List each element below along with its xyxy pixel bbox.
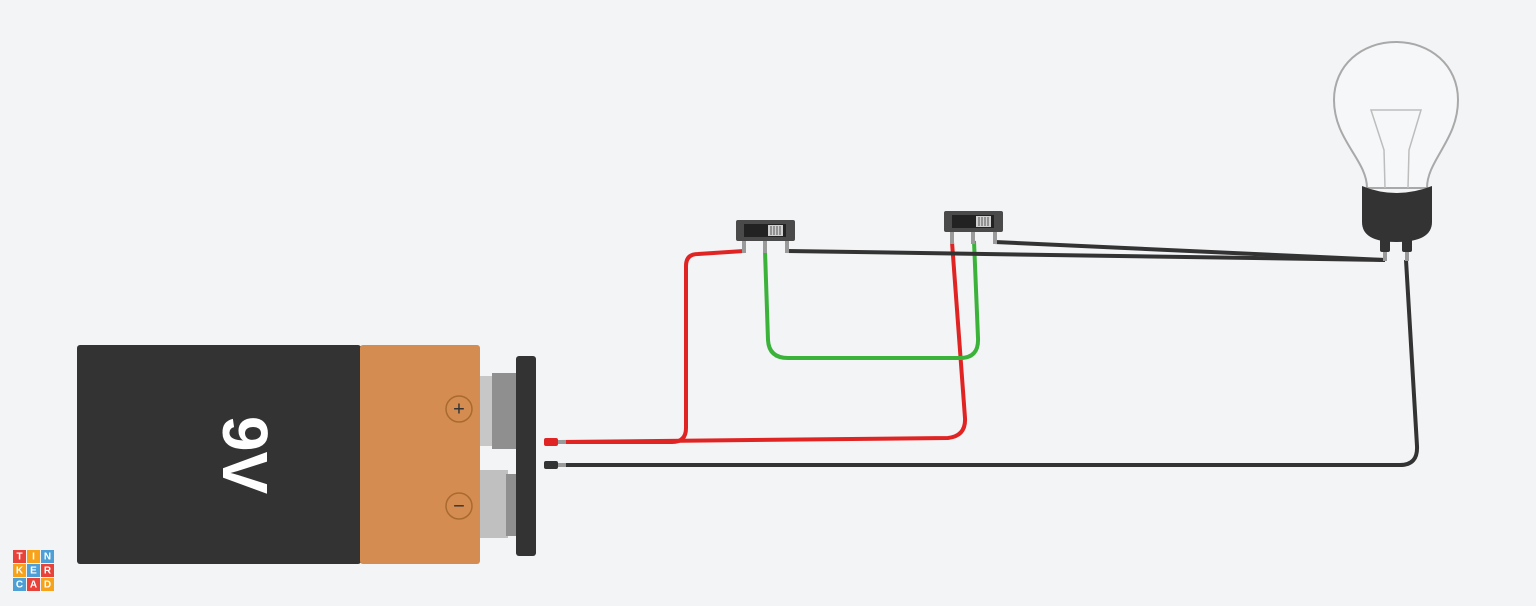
slide-switch-1[interactable]: [736, 220, 795, 253]
bulb-terminal-right[interactable]: [1402, 238, 1412, 252]
light-bulb[interactable]: [1332, 40, 1460, 261]
logo-letter: N: [44, 552, 51, 563]
battery-lead-negative[interactable]: [544, 461, 558, 469]
battery-9v[interactable]: 9V + −: [77, 345, 566, 564]
battery-label: 9V: [209, 416, 281, 495]
switch1-knob[interactable]: [768, 225, 783, 236]
logo-cell: [41, 578, 54, 591]
bulb-lead-left: [1383, 252, 1387, 261]
positive-post: [480, 376, 494, 446]
bulb-lead-right: [1405, 252, 1409, 261]
negative-symbol: −: [453, 495, 465, 517]
switch2-knob-grip: [978, 217, 989, 226]
negative-post-shadow: [506, 474, 518, 536]
logo-letter: C: [16, 580, 23, 591]
wire-black-switch1-to-bulb[interactable]: [786, 249, 1386, 262]
switch2-pin-common[interactable]: [971, 232, 975, 244]
negative-terminal-icon: [445, 492, 473, 520]
logo-letter: E: [30, 566, 37, 577]
bulb-base: [1362, 186, 1432, 242]
logo-cell: [27, 564, 40, 577]
logo-cell: [41, 550, 54, 563]
battery-lead-positive[interactable]: [544, 438, 558, 446]
lead-tip-negative: [558, 463, 566, 467]
battery-body: [77, 345, 361, 564]
battery-connector: [516, 356, 536, 556]
logo-letter: A: [30, 580, 37, 591]
wire-green-traveler[interactable]: [763, 240, 981, 360]
switch1-pin-common[interactable]: [763, 241, 767, 253]
bulb-glass: [1332, 40, 1460, 189]
negative-post: [480, 470, 508, 538]
switch1-knob-grip: [770, 226, 781, 235]
wire-black-switch2-to-bulb[interactable]: [994, 240, 1386, 262]
slide-switch-2[interactable]: [944, 211, 1003, 244]
positive-terminal-icon: [445, 395, 473, 423]
switch2-pin-right[interactable]: [993, 232, 997, 244]
logo-cell: [27, 550, 40, 563]
positive-symbol: +: [453, 398, 465, 420]
switch1-pin-right[interactable]: [785, 241, 789, 253]
logo-letter: T: [16, 552, 22, 563]
positive-post-shadow: [492, 373, 518, 449]
logo-cell: [41, 564, 54, 577]
wires: [559, 240, 1420, 467]
battery-band: [360, 345, 480, 564]
switch2-knob[interactable]: [976, 216, 991, 227]
bulb-terminal-left[interactable]: [1380, 238, 1390, 252]
logo-letter: I: [32, 552, 35, 563]
wire-black-battery-to-bulb[interactable]: [560, 259, 1420, 467]
lead-tip-positive: [558, 440, 566, 444]
logo-letter: K: [16, 566, 24, 577]
logo-cell: [13, 578, 26, 591]
logo-cell: [13, 564, 26, 577]
logo-letter: D: [44, 580, 51, 591]
logo-cell: [13, 550, 26, 563]
wire-red-to-switch2[interactable]: [559, 241, 968, 444]
logo-cell: [27, 578, 40, 591]
bulb-filament: [1369, 109, 1423, 189]
logo-letter: R: [44, 566, 52, 577]
switch2-pin-left[interactable]: [950, 232, 954, 244]
switch1-pin-left[interactable]: [742, 241, 746, 253]
wire-red-to-switch1[interactable]: [560, 249, 745, 444]
